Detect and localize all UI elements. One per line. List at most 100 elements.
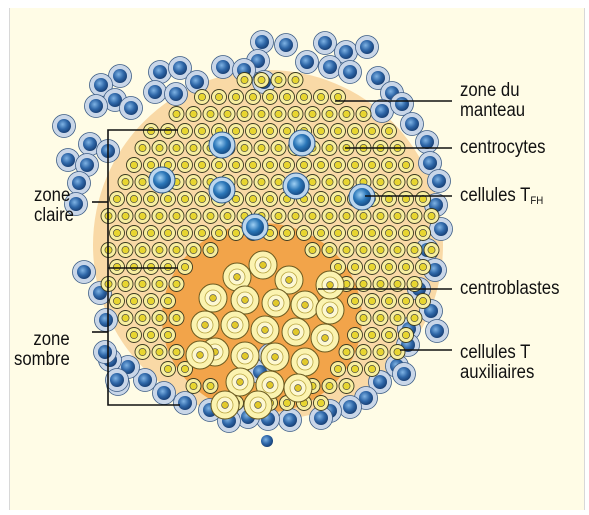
centrocyte-nucleus xyxy=(317,127,324,134)
centrocyte-nucleus xyxy=(292,212,299,219)
centrocyte-nucleus xyxy=(198,229,205,236)
centrocyte-nucleus xyxy=(394,178,401,185)
mantle-cell-nucleus xyxy=(405,117,419,131)
centrocyte-nucleus xyxy=(266,161,273,168)
centrocyte-nucleus xyxy=(215,229,222,236)
centrocyte-nucleus xyxy=(368,297,375,304)
mantle-cell-nucleus xyxy=(80,158,94,172)
centrocyte-nucleus xyxy=(275,110,282,117)
mantle-cell-nucleus xyxy=(169,87,183,101)
centrocyte-nucleus xyxy=(181,127,188,134)
centrocyte-nucleus xyxy=(283,399,290,406)
centrocyte-nucleus xyxy=(139,348,146,355)
centrocyte-nucleus xyxy=(147,229,154,236)
centrocyte-nucleus xyxy=(317,195,324,202)
centrocyte-nucleus xyxy=(283,127,290,134)
centrocyte-nucleus xyxy=(385,127,392,134)
centroblast-nucleus xyxy=(273,300,280,307)
label-cellules-t-aux-line1: cellules T xyxy=(460,343,534,363)
centrocyte-nucleus xyxy=(377,348,384,355)
mantle-cell-nucleus xyxy=(190,75,204,89)
centrocyte-nucleus xyxy=(215,161,222,168)
centroblast-nucleus xyxy=(272,354,279,361)
centrocyte-nucleus xyxy=(249,161,256,168)
centrocyte-nucleus xyxy=(368,263,375,270)
centrocyte-nucleus xyxy=(207,246,214,253)
centroblast-nucleus xyxy=(327,282,334,289)
centrocyte-nucleus xyxy=(139,280,146,287)
centrocyte-nucleus xyxy=(317,229,324,236)
centrocyte-nucleus xyxy=(173,280,180,287)
centrocyte-nucleus xyxy=(360,212,367,219)
centrocyte-nucleus xyxy=(122,314,129,321)
mantle-cell-nucleus xyxy=(323,60,337,74)
centrocyte-nucleus xyxy=(411,314,418,321)
centrocyte-nucleus xyxy=(343,348,350,355)
mantle-cell-nucleus xyxy=(420,135,434,149)
label-cellules-tfh-text: cellules T xyxy=(460,185,530,206)
centrocyte-nucleus xyxy=(156,348,163,355)
centrocyte-nucleus xyxy=(317,93,324,100)
centrocyte-nucleus xyxy=(241,178,248,185)
centrocyte-nucleus xyxy=(130,229,137,236)
mantle-cell-nucleus xyxy=(72,176,86,190)
mantle-cell-nucleus xyxy=(61,153,75,167)
centrocyte-nucleus xyxy=(402,229,409,236)
centrocyte-nucleus xyxy=(113,263,120,270)
label-zone-claire-line1: zone xyxy=(34,186,74,206)
mantle-cell-nucleus xyxy=(89,99,103,113)
mantle-cell-nucleus xyxy=(99,313,113,327)
centrocyte-nucleus xyxy=(300,229,307,236)
centrocyte-nucleus xyxy=(139,314,146,321)
centrocyte-nucleus xyxy=(173,110,180,117)
centroblast-nucleus xyxy=(262,327,269,334)
centrocyte-nucleus xyxy=(147,331,154,338)
centrocyte-nucleus xyxy=(181,161,188,168)
mantle-cell-nucleus xyxy=(397,367,411,381)
centrocyte-nucleus xyxy=(249,93,256,100)
centrocyte-nucleus xyxy=(139,178,146,185)
centrocyte-nucleus xyxy=(317,399,324,406)
centrocyte-nucleus xyxy=(156,314,163,321)
centroblast-nucleus xyxy=(202,322,209,329)
centrocyte-nucleus xyxy=(283,161,290,168)
centrocyte-nucleus xyxy=(266,127,273,134)
centrocyte-nucleus xyxy=(351,297,358,304)
centrocyte-nucleus xyxy=(402,297,409,304)
centrocyte-nucleus xyxy=(343,212,350,219)
label-zone-sombre: zone sombre xyxy=(14,330,70,370)
centroblast-nucleus xyxy=(234,274,241,281)
centrocyte-nucleus xyxy=(351,331,358,338)
centrocyte-nucleus xyxy=(181,229,188,236)
centrocyte-nucleus xyxy=(181,263,188,270)
centrocyte-nucleus xyxy=(394,280,401,287)
centrocyte-nucleus xyxy=(343,246,350,253)
mantle-cell-nucleus xyxy=(279,38,293,52)
mantle-cell-nucleus xyxy=(153,65,167,79)
centrocyte-nucleus xyxy=(394,246,401,253)
mantle-cell-nucleus xyxy=(110,373,124,387)
tfh-cell-nucleus xyxy=(246,218,264,236)
centrocyte-nucleus xyxy=(309,178,316,185)
centrocyte-nucleus xyxy=(190,382,197,389)
label-zone-du-manteau-line1: zone du xyxy=(460,81,525,101)
centrocyte-nucleus xyxy=(360,110,367,117)
mantle-cell-nucleus xyxy=(375,104,389,118)
centroblast-nucleus xyxy=(286,277,293,284)
centrocyte-nucleus xyxy=(164,229,171,236)
centrocyte-nucleus xyxy=(394,314,401,321)
centrocyte-nucleus xyxy=(385,161,392,168)
mantle-cell-nucleus xyxy=(430,324,444,338)
centrocyte-nucleus xyxy=(232,229,239,236)
label-cellules-tfh: cellules TFH xyxy=(460,186,543,211)
centroblast-nucleus xyxy=(302,302,309,309)
mantle-cell-nucleus xyxy=(343,65,357,79)
centrocyte-nucleus xyxy=(164,331,171,338)
centrocyte-nucleus xyxy=(173,246,180,253)
centrocyte-nucleus xyxy=(113,195,120,202)
mantle-cell-nucleus xyxy=(373,375,387,389)
centroblast-nucleus xyxy=(293,329,300,336)
mantle-cell-nucleus xyxy=(98,345,112,359)
label-centroblastes: centroblastes xyxy=(460,279,559,299)
centrocyte-nucleus xyxy=(377,246,384,253)
